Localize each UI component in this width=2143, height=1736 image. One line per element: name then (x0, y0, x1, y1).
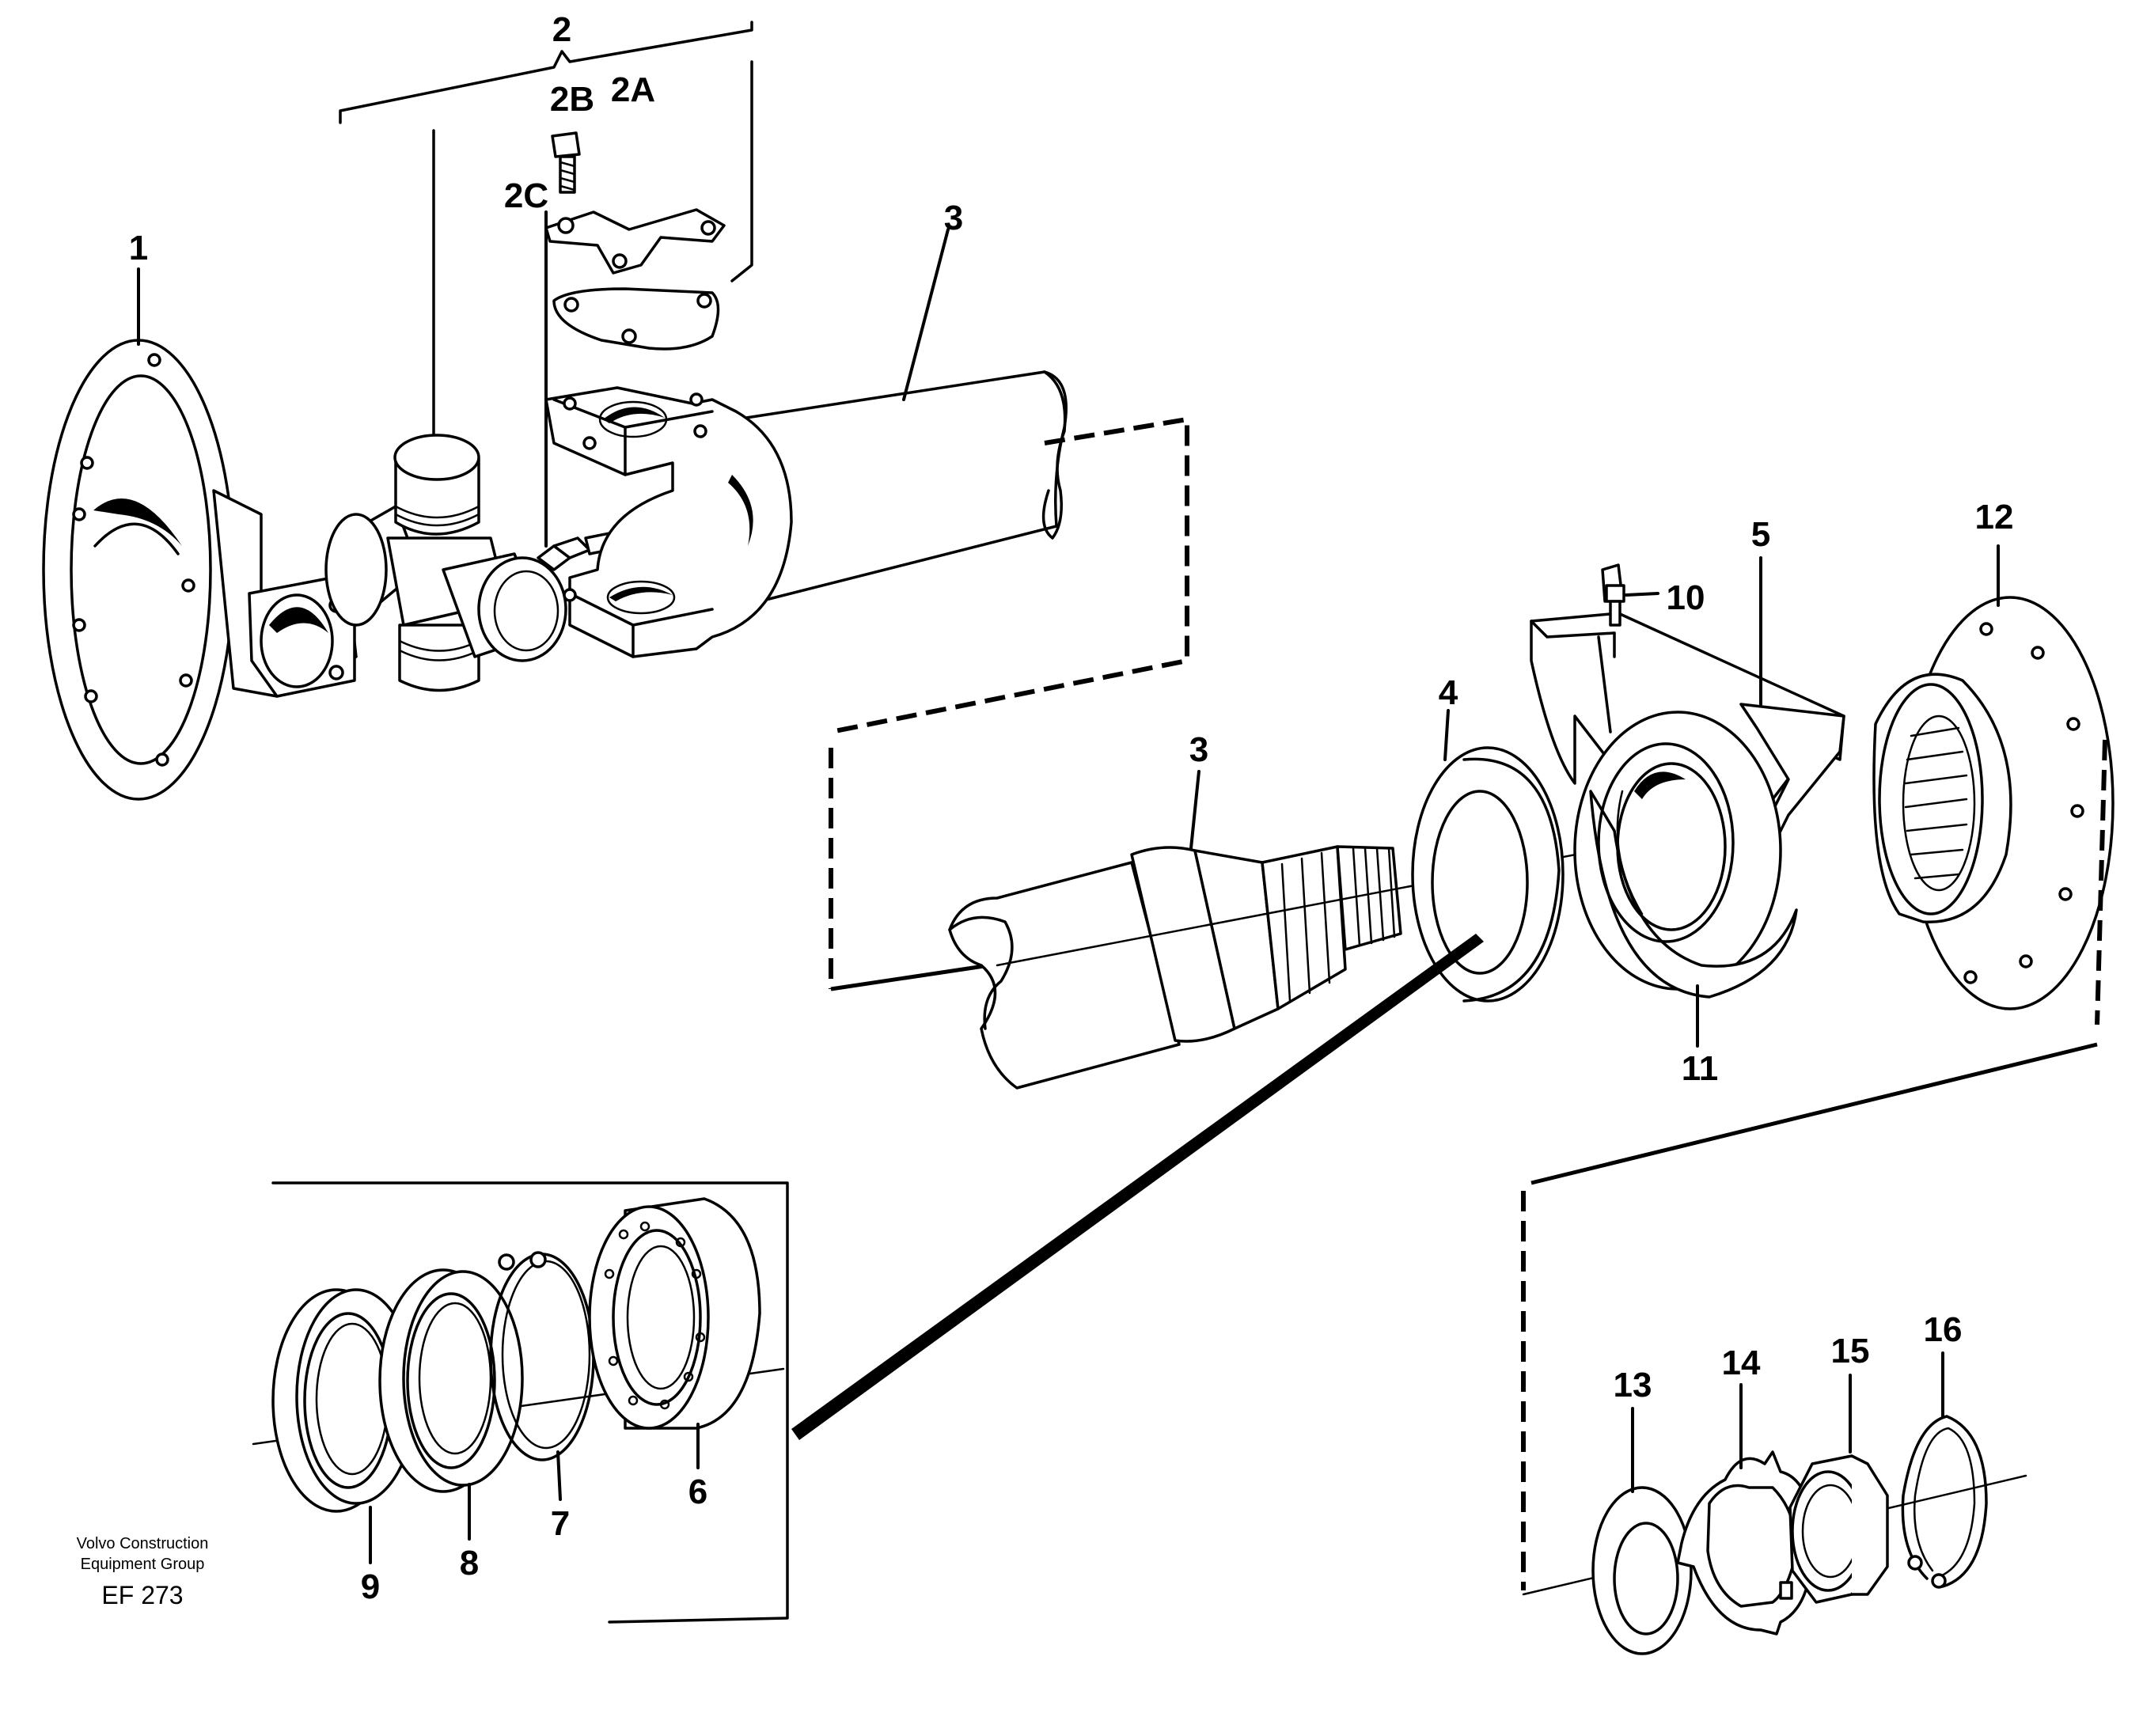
label-14: 14 (1722, 1344, 1761, 1382)
label-8: 8 (460, 1544, 479, 1582)
leader-3-top (902, 228, 950, 401)
label-6: 6 (688, 1473, 707, 1511)
break-bracket-right (2095, 739, 2107, 1025)
label-3-top: 3 (944, 199, 963, 237)
label-15: 15 (1831, 1332, 1870, 1370)
circlip-part-7 (489, 1251, 595, 1461)
shaft-yoke-part-3 (544, 370, 1068, 658)
label-1: 1 (129, 229, 148, 267)
bearing-part-6 (588, 1197, 761, 1430)
label-11: 11 (1682, 1049, 1719, 1088)
bearing-cap-plate (552, 287, 720, 351)
label-2: 2 (552, 10, 571, 49)
lock-washer-part-14 (1676, 1450, 1814, 1636)
output-flange-part-12 (1872, 596, 2115, 1010)
label-2b: 2B (550, 80, 594, 119)
label-12: 12 (1975, 498, 2014, 536)
seal-part-8 (378, 1268, 524, 1493)
credit-line-2: Equipment Group (81, 1556, 205, 1573)
bearing-housing-part-11 (1573, 711, 1798, 999)
figure-code: EF 273 (101, 1581, 183, 1609)
label-2c: 2C (504, 176, 548, 215)
bracket-item-2 (339, 21, 753, 445)
label-10: 10 (1667, 578, 1705, 617)
leader-4 (1443, 709, 1450, 761)
nut-part-15 (1788, 1454, 1889, 1604)
circlip-part-16 (1901, 1415, 1988, 1589)
label-16: 16 (1924, 1310, 1963, 1349)
label-3-mid: 3 (1189, 730, 1208, 769)
inset-frame (271, 1181, 789, 1624)
splined-shaft-part-3 (948, 821, 1743, 1090)
universal-joint-cross (324, 434, 567, 692)
washer-part-13 (1591, 1486, 1693, 1655)
leader-7 (556, 1450, 562, 1501)
break-bracket-upper (830, 416, 1189, 734)
credit-line-1: Volvo Construction (77, 1535, 209, 1552)
label-2a: 2A (611, 70, 655, 109)
label-7: 7 (551, 1504, 570, 1543)
washer-part-4 (1411, 746, 1565, 1003)
zoom-leader (791, 934, 1484, 1440)
break-bracket-bottom (830, 963, 990, 991)
companion-flange-part-1 (42, 339, 358, 801)
label-4: 4 (1439, 673, 1458, 712)
break-bracket-right-top (1530, 1042, 2098, 1185)
lock-plate-part-2a (544, 208, 726, 275)
label-9: 9 (361, 1567, 380, 1606)
grease-nipple-part-10 (1601, 563, 1659, 627)
bolt-part-2b (551, 131, 581, 194)
label-5: 5 (1751, 515, 1770, 554)
label-13: 13 (1614, 1366, 1652, 1404)
leader-3-mid (1189, 770, 1200, 850)
